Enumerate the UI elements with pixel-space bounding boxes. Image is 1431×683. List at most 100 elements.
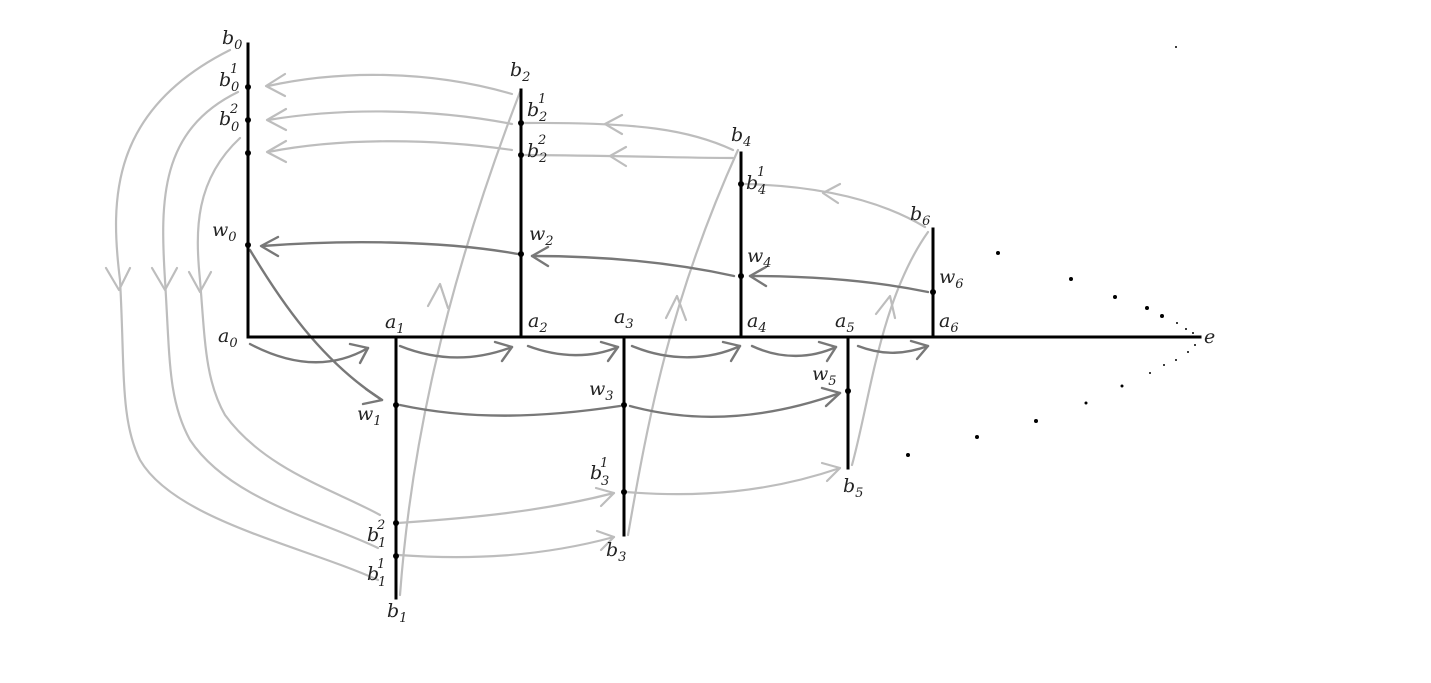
point-b2-2: [518, 152, 524, 158]
label-b0: b0: [222, 27, 242, 53]
arrowhead-w3-w5: [820, 386, 842, 408]
dot: [1113, 295, 1117, 299]
arrowhead-b2-1-to-b0-2: [265, 107, 288, 132]
arrow-a1-to-a2: [398, 344, 514, 359]
arrow-w3-to-w5: [628, 391, 842, 419]
arrow-a3-to-a4: [630, 344, 742, 359]
label-b0-1: b 1 0: [219, 62, 239, 95]
arrow-b2-to-b0-1: [266, 73, 514, 96]
arrow-a2-to-a3: [526, 344, 620, 357]
label-a0: a0: [218, 325, 238, 351]
arrowhead-b3-to-b4: [664, 294, 688, 322]
dot: [996, 251, 1000, 255]
svg-text:3: 3: [601, 474, 609, 489]
point-b4-1: [738, 181, 744, 187]
dot: [1187, 351, 1189, 353]
svg-text:b: b: [527, 99, 539, 121]
label-w3: w3: [589, 378, 614, 404]
label-b4: b4: [731, 124, 751, 150]
label-e: e: [1204, 326, 1215, 348]
point-w5: [845, 388, 851, 394]
arrowhead-w2-w0: [259, 235, 280, 258]
label-b0-2: b 2 0: [219, 102, 239, 135]
arrow-a4-to-a5: [750, 344, 838, 358]
dot: [906, 453, 910, 457]
arrow-b1-2-to-b3-1: [396, 491, 616, 525]
svg-text:1: 1: [378, 575, 386, 590]
label-b2: b2: [510, 59, 530, 85]
dot: [1160, 314, 1164, 318]
arrowhead-loop-1: [104, 266, 132, 292]
svg-text:1: 1: [377, 557, 385, 572]
svg-text:2: 2: [229, 102, 238, 117]
arrowhead-b1-2-to-b3-1: [594, 486, 616, 508]
svg-text:b: b: [527, 140, 539, 162]
point-w2: [518, 251, 524, 257]
dot: [1120, 384, 1124, 388]
svg-text:1: 1: [378, 536, 386, 551]
point-b1-1: [393, 553, 399, 559]
svg-text:1: 1: [538, 92, 546, 107]
arrow-b4-to-b2-1: [523, 121, 735, 152]
arrowhead-w0-w1: [361, 387, 384, 406]
dot: [1145, 306, 1149, 310]
arrow-w2-to-w0: [260, 240, 520, 256]
dot: [1069, 277, 1073, 281]
dot: [975, 435, 979, 439]
dot: [1176, 322, 1178, 324]
arrowhead-b4-to-b2-2: [608, 145, 628, 168]
arrowhead-w6-w4: [748, 265, 768, 288]
point-w1: [393, 402, 399, 408]
arrowhead-b3-1-to-b5: [820, 461, 842, 483]
arrow-w0-to-w1: [248, 248, 384, 402]
label-w1: w1: [357, 403, 382, 429]
node-labels: b0 b 1 0 b 2 0 w0 a0 a1 w1 b 2 1 b 1 1 b…: [212, 27, 1215, 626]
label-b2-1: b 1 2: [527, 92, 547, 125]
svg-text:0: 0: [231, 80, 239, 95]
svg-text:2: 2: [538, 151, 547, 166]
point-w0: [245, 242, 251, 248]
dot: [1149, 372, 1151, 374]
label-b1-1: b 1 1: [367, 557, 386, 590]
arrowhead-b4-to-b2-1: [603, 113, 624, 136]
arrowhead-b1-1-to-b3: [595, 529, 616, 552]
continuation-dots: [906, 46, 1196, 457]
svg-text:0: 0: [231, 120, 239, 135]
label-b5: b5: [843, 475, 863, 501]
arrowhead-b5-to-b6: [874, 294, 897, 320]
arrow-b3-1-to-b5: [624, 466, 842, 496]
arrow-w4-to-w2: [530, 254, 736, 278]
svg-text:b: b: [590, 462, 602, 484]
dot: [1084, 401, 1088, 405]
arrowhead-b2-2-to-b0: [265, 139, 288, 164]
svg-text:b: b: [219, 108, 231, 130]
arrowhead-b2-to-b0-1: [264, 72, 287, 98]
point-w3: [621, 402, 627, 408]
arrowhead-loop-3: [187, 270, 213, 294]
loop-arrow-b0-1-to-b1-1: [162, 90, 380, 550]
svg-text:2: 2: [376, 518, 385, 533]
arrow-w6-to-w4: [748, 274, 930, 294]
label-b3-1: b 1 3: [590, 456, 609, 489]
label-b4-1: b 1 4: [746, 165, 766, 198]
label-a2: a2: [528, 310, 548, 336]
label-a5: a5: [835, 310, 855, 336]
svg-text:1: 1: [600, 456, 608, 471]
label-b2-2: b 2 2: [527, 133, 547, 166]
loop-arrow-b0-2-to-b1-2: [196, 136, 382, 517]
arrowhead-a1-a2: [493, 340, 514, 363]
point-b0-3: [245, 150, 251, 156]
arrow-b2-1-to-b0-2: [266, 110, 514, 126]
label-w6: w6: [939, 266, 964, 292]
label-b1: b1: [387, 600, 407, 626]
dot: [1175, 46, 1177, 48]
label-b6: b6: [910, 203, 930, 229]
arrowhead-loop-2: [150, 266, 179, 292]
arrowhead-a5-a6: [909, 339, 930, 361]
arrowhead-a3-a4: [721, 340, 742, 363]
dot: [1175, 359, 1177, 361]
svg-text:b: b: [219, 69, 231, 91]
light-arrows: [104, 48, 930, 597]
dot: [1192, 332, 1194, 334]
